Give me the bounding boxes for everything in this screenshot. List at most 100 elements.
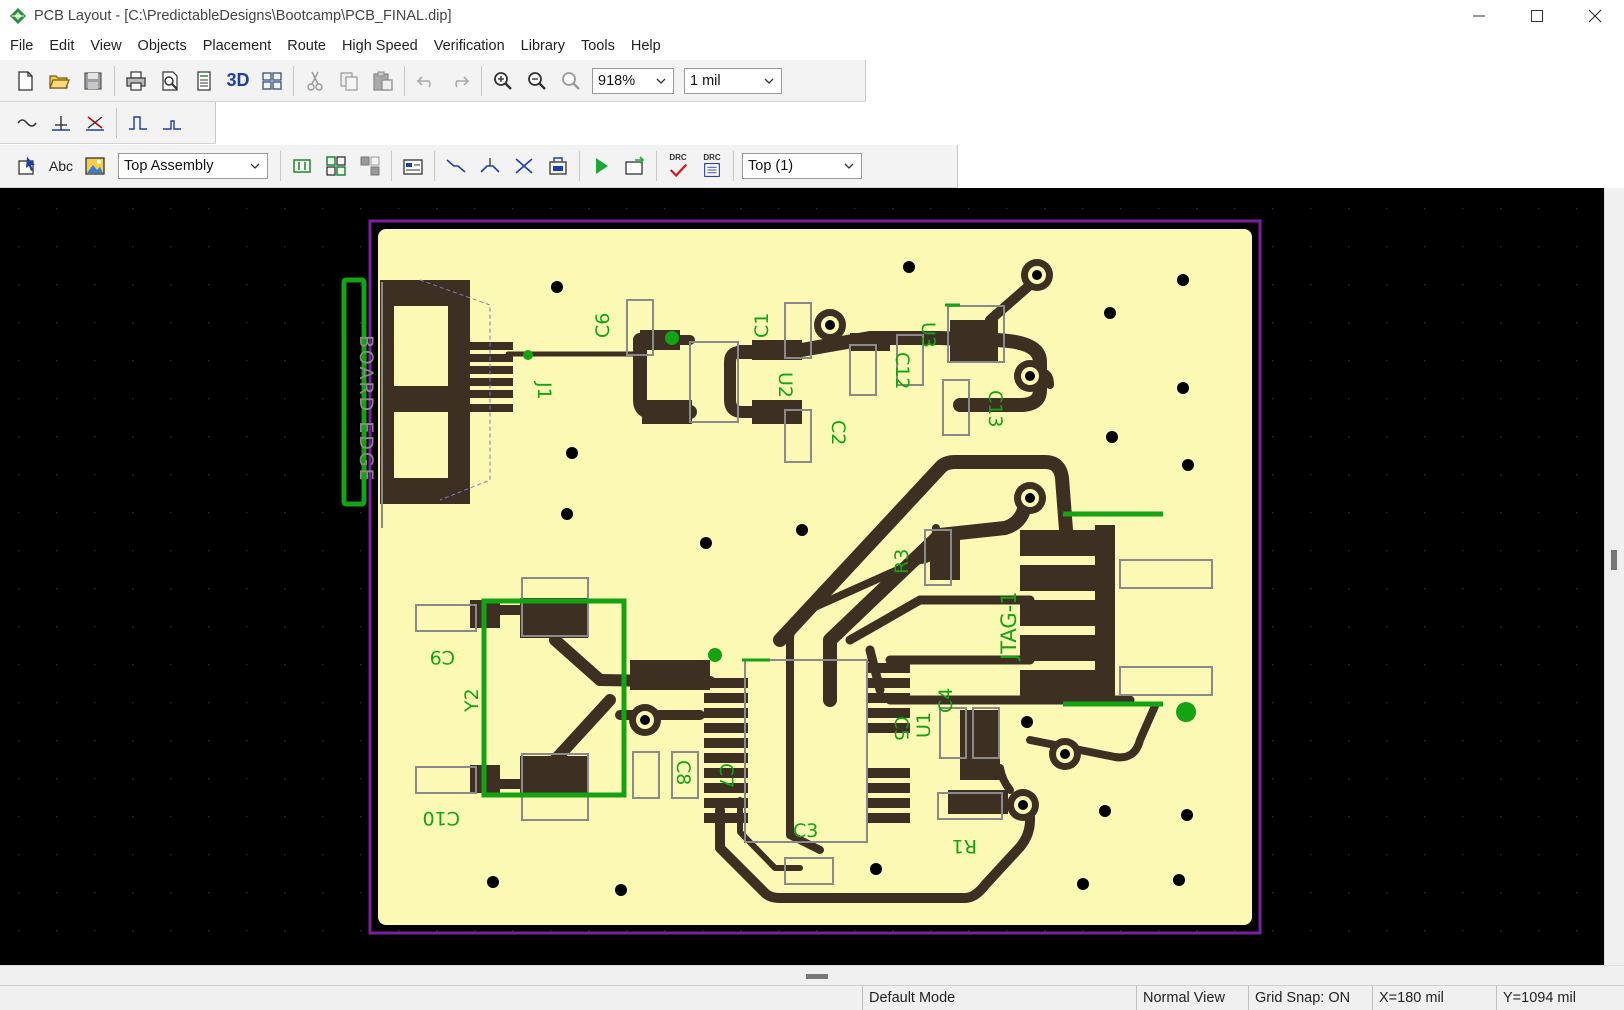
menu-view[interactable]: View xyxy=(82,33,129,59)
vertical-scroll-thumb[interactable] xyxy=(1611,550,1617,570)
save-icon[interactable] xyxy=(76,64,110,98)
status-x-coordinate: X=180 mil xyxy=(1372,986,1496,1010)
trace-icon[interactable] xyxy=(439,149,473,183)
label-c3: C3 xyxy=(793,820,818,842)
label-c9: C9 xyxy=(430,646,455,668)
group-icon[interactable] xyxy=(319,149,353,183)
title-bar: PCB Layout - [C:\PredictableDesigns\Boot… xyxy=(0,0,1624,32)
ungroup-icon[interactable] xyxy=(353,149,387,183)
label-u1: U1 xyxy=(913,712,935,738)
select-tool-icon[interactable] xyxy=(10,149,44,183)
active-layer-value: Top (1) xyxy=(748,158,793,174)
copy-icon[interactable] xyxy=(332,64,366,98)
chevron-down-icon xyxy=(763,74,775,88)
layout-grid-icon[interactable] xyxy=(255,64,289,98)
label-j1: J1 xyxy=(533,381,555,400)
drc-report-icon[interactable]: DRC xyxy=(695,149,729,183)
standard-toolbar: 3D xyxy=(0,60,866,102)
cut-icon[interactable] xyxy=(298,64,332,98)
horizontal-scrollbar[interactable] xyxy=(0,965,1624,985)
menu-help[interactable]: Help xyxy=(623,33,669,59)
signal-step-icon[interactable] xyxy=(155,106,189,140)
vertical-scrollbar[interactable] xyxy=(1604,188,1624,965)
menu-edit[interactable]: Edit xyxy=(41,33,82,59)
menu-tools[interactable]: Tools xyxy=(573,33,623,59)
print-preview-icon[interactable] xyxy=(153,64,187,98)
3d-view-icon[interactable]: 3D xyxy=(221,64,255,98)
run-icon[interactable] xyxy=(584,149,618,183)
copper-pour-icon[interactable] xyxy=(541,149,575,183)
paste-icon[interactable] xyxy=(366,64,400,98)
unroute-icon[interactable] xyxy=(78,106,112,140)
close-icon[interactable] xyxy=(1566,0,1624,32)
menu-bar: File Edit View Objects Placement Route H… xyxy=(0,33,669,59)
label-r3: R3 xyxy=(891,549,913,574)
active-layer-select[interactable]: Top (1) xyxy=(742,153,862,179)
horizontal-scroll-thumb[interactable] xyxy=(806,974,828,979)
undo-icon[interactable] xyxy=(409,64,443,98)
zoom-select[interactable]: 918% xyxy=(592,68,674,94)
status-mode: Default Mode xyxy=(862,986,1136,1010)
menu-verification[interactable]: Verification xyxy=(426,33,513,59)
menu-objects[interactable]: Objects xyxy=(130,33,195,59)
window-title: PCB Layout - [C:\PredictableDesigns\Boot… xyxy=(34,8,451,24)
status-grid-snap: Grid Snap: ON xyxy=(1248,986,1372,1010)
label-jtag: JTAG-1 xyxy=(997,591,1021,662)
grid-size-value: 1 mil xyxy=(690,73,721,89)
label-c7: C7 xyxy=(715,763,737,788)
menu-library[interactable]: Library xyxy=(513,33,573,59)
menu-route[interactable]: Route xyxy=(279,33,334,59)
component-icon[interactable] xyxy=(285,149,319,183)
via-icon[interactable] xyxy=(44,106,78,140)
label-c12: C12 xyxy=(891,352,913,389)
drc-report-label: DRC xyxy=(703,154,720,162)
pcb-drawing: BOARD EDGE J1 C6 C1 U2 C2 C12 U3 C13 R3 … xyxy=(0,188,1604,965)
new-file-icon[interactable] xyxy=(8,64,42,98)
app-logo-icon xyxy=(8,6,28,26)
menu-placement[interactable]: Placement xyxy=(195,33,280,59)
zoom-fit-icon[interactable] xyxy=(554,64,588,98)
label-c4: C4 xyxy=(935,688,957,713)
label-c10: C10 xyxy=(423,807,460,829)
3d-view-label: 3D xyxy=(226,70,249,91)
status-view: Normal View xyxy=(1136,986,1248,1010)
routing-toolbar xyxy=(0,102,216,144)
redo-icon[interactable] xyxy=(443,64,477,98)
label-y2: Y2 xyxy=(461,688,483,713)
print-icon[interactable] xyxy=(119,64,153,98)
maximize-icon[interactable] xyxy=(1508,0,1566,32)
status-y-coordinate: Y=1094 mil xyxy=(1496,986,1624,1010)
label-c1: C1 xyxy=(751,313,773,338)
label-c6: C6 xyxy=(592,313,614,338)
minimize-icon[interactable] xyxy=(1450,0,1508,32)
split-trace-icon[interactable] xyxy=(473,149,507,183)
label-r1: R1 xyxy=(952,835,977,857)
zoom-out-icon[interactable] xyxy=(520,64,554,98)
report-icon[interactable] xyxy=(187,64,221,98)
delete-trace-icon[interactable] xyxy=(507,149,541,183)
label-c13: C13 xyxy=(984,390,1006,427)
layer-view-value: Top Assembly xyxy=(124,158,213,174)
pcb-canvas[interactable]: BOARD EDGE J1 C6 C1 U2 C2 C12 U3 C13 R3 … xyxy=(0,188,1604,965)
label-u2: U2 xyxy=(774,372,796,398)
menu-file[interactable]: File xyxy=(2,33,41,59)
zoom-in-icon[interactable] xyxy=(486,64,520,98)
drc-check-icon[interactable]: DRC xyxy=(661,149,695,183)
chevron-down-icon xyxy=(843,159,855,173)
chevron-down-icon xyxy=(249,159,261,173)
text-tool-icon[interactable]: Abc xyxy=(44,149,78,183)
open-folder-icon[interactable] xyxy=(42,64,76,98)
menu-high-speed[interactable]: High Speed xyxy=(334,33,426,59)
text-tool-label: Abc xyxy=(49,158,73,174)
layer-view-select[interactable]: Top Assembly xyxy=(118,153,268,179)
pulse-icon[interactable] xyxy=(121,106,155,140)
label-u3: U3 xyxy=(917,322,939,348)
image-tool-icon[interactable] xyxy=(78,149,112,183)
label-board-edge: BOARD EDGE xyxy=(355,335,377,483)
route-trace-icon[interactable] xyxy=(10,106,44,140)
export-icon[interactable] xyxy=(618,149,652,183)
chevron-down-icon xyxy=(655,74,667,88)
grid-size-select[interactable]: 1 mil xyxy=(684,68,782,94)
properties-icon[interactable] xyxy=(396,149,430,183)
